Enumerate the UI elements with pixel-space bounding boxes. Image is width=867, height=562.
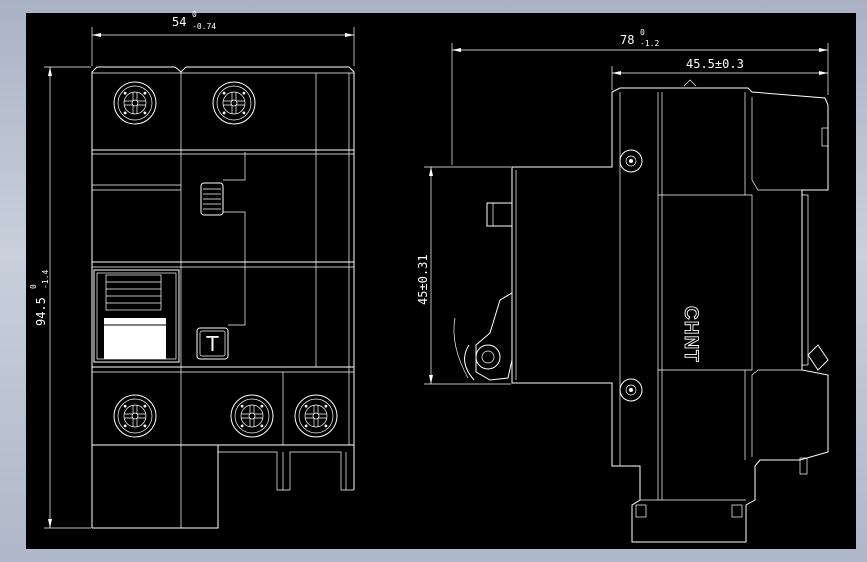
test-button-label: T bbox=[205, 332, 219, 356]
width-dim-nominal: 54 bbox=[172, 15, 186, 29]
depth-dim-upper-tol: 0 bbox=[640, 28, 645, 37]
screw-terminal-top-left bbox=[113, 81, 157, 125]
side-screw-top bbox=[619, 149, 643, 173]
handle-toggle bbox=[104, 318, 166, 359]
side-view: CHNT bbox=[453, 79, 829, 543]
rail-height-dim: 45±0.31 bbox=[416, 254, 430, 305]
test-button bbox=[196, 327, 229, 360]
front-view: T bbox=[91, 66, 355, 529]
cad-viewport[interactable]: T 54 0 -0.74 94.5 0 -1.4 bbox=[26, 10, 856, 549]
screw-terminal-bottom-mid bbox=[230, 394, 274, 438]
screw-terminal-bottom-left bbox=[113, 394, 157, 438]
screw-terminal-bottom-right bbox=[294, 394, 338, 438]
height-dim-nominal: 94.5 bbox=[34, 297, 48, 326]
width-dim-lower-tol: -0.74 bbox=[192, 22, 216, 31]
ribbed-slider bbox=[200, 182, 224, 216]
height-dim-upper-tol: 0 bbox=[29, 284, 38, 289]
width-dimension: 54 0 -0.74 bbox=[91, 10, 355, 66]
depth-dim-nominal: 78 bbox=[620, 33, 634, 47]
width-dim-upper-tol: 0 bbox=[192, 10, 197, 19]
front-depth-dimension: 45.5±0.3 bbox=[611, 57, 828, 90]
height-dimension: 94.5 0 -1.4 bbox=[29, 66, 91, 529]
brand-logo-label: CHNT bbox=[680, 306, 701, 363]
side-screw-bottom bbox=[619, 378, 643, 402]
front-depth-dim: 45.5±0.3 bbox=[686, 57, 744, 71]
depth-dimension: 78 0 -1.2 bbox=[451, 28, 829, 165]
depth-dim-lower-tol: -1.2 bbox=[640, 39, 659, 48]
screw-terminal-top-right bbox=[212, 81, 256, 125]
rail-height-dimension: 45±0.31 bbox=[416, 166, 511, 385]
height-dim-lower-tol: -1.4 bbox=[41, 270, 50, 289]
